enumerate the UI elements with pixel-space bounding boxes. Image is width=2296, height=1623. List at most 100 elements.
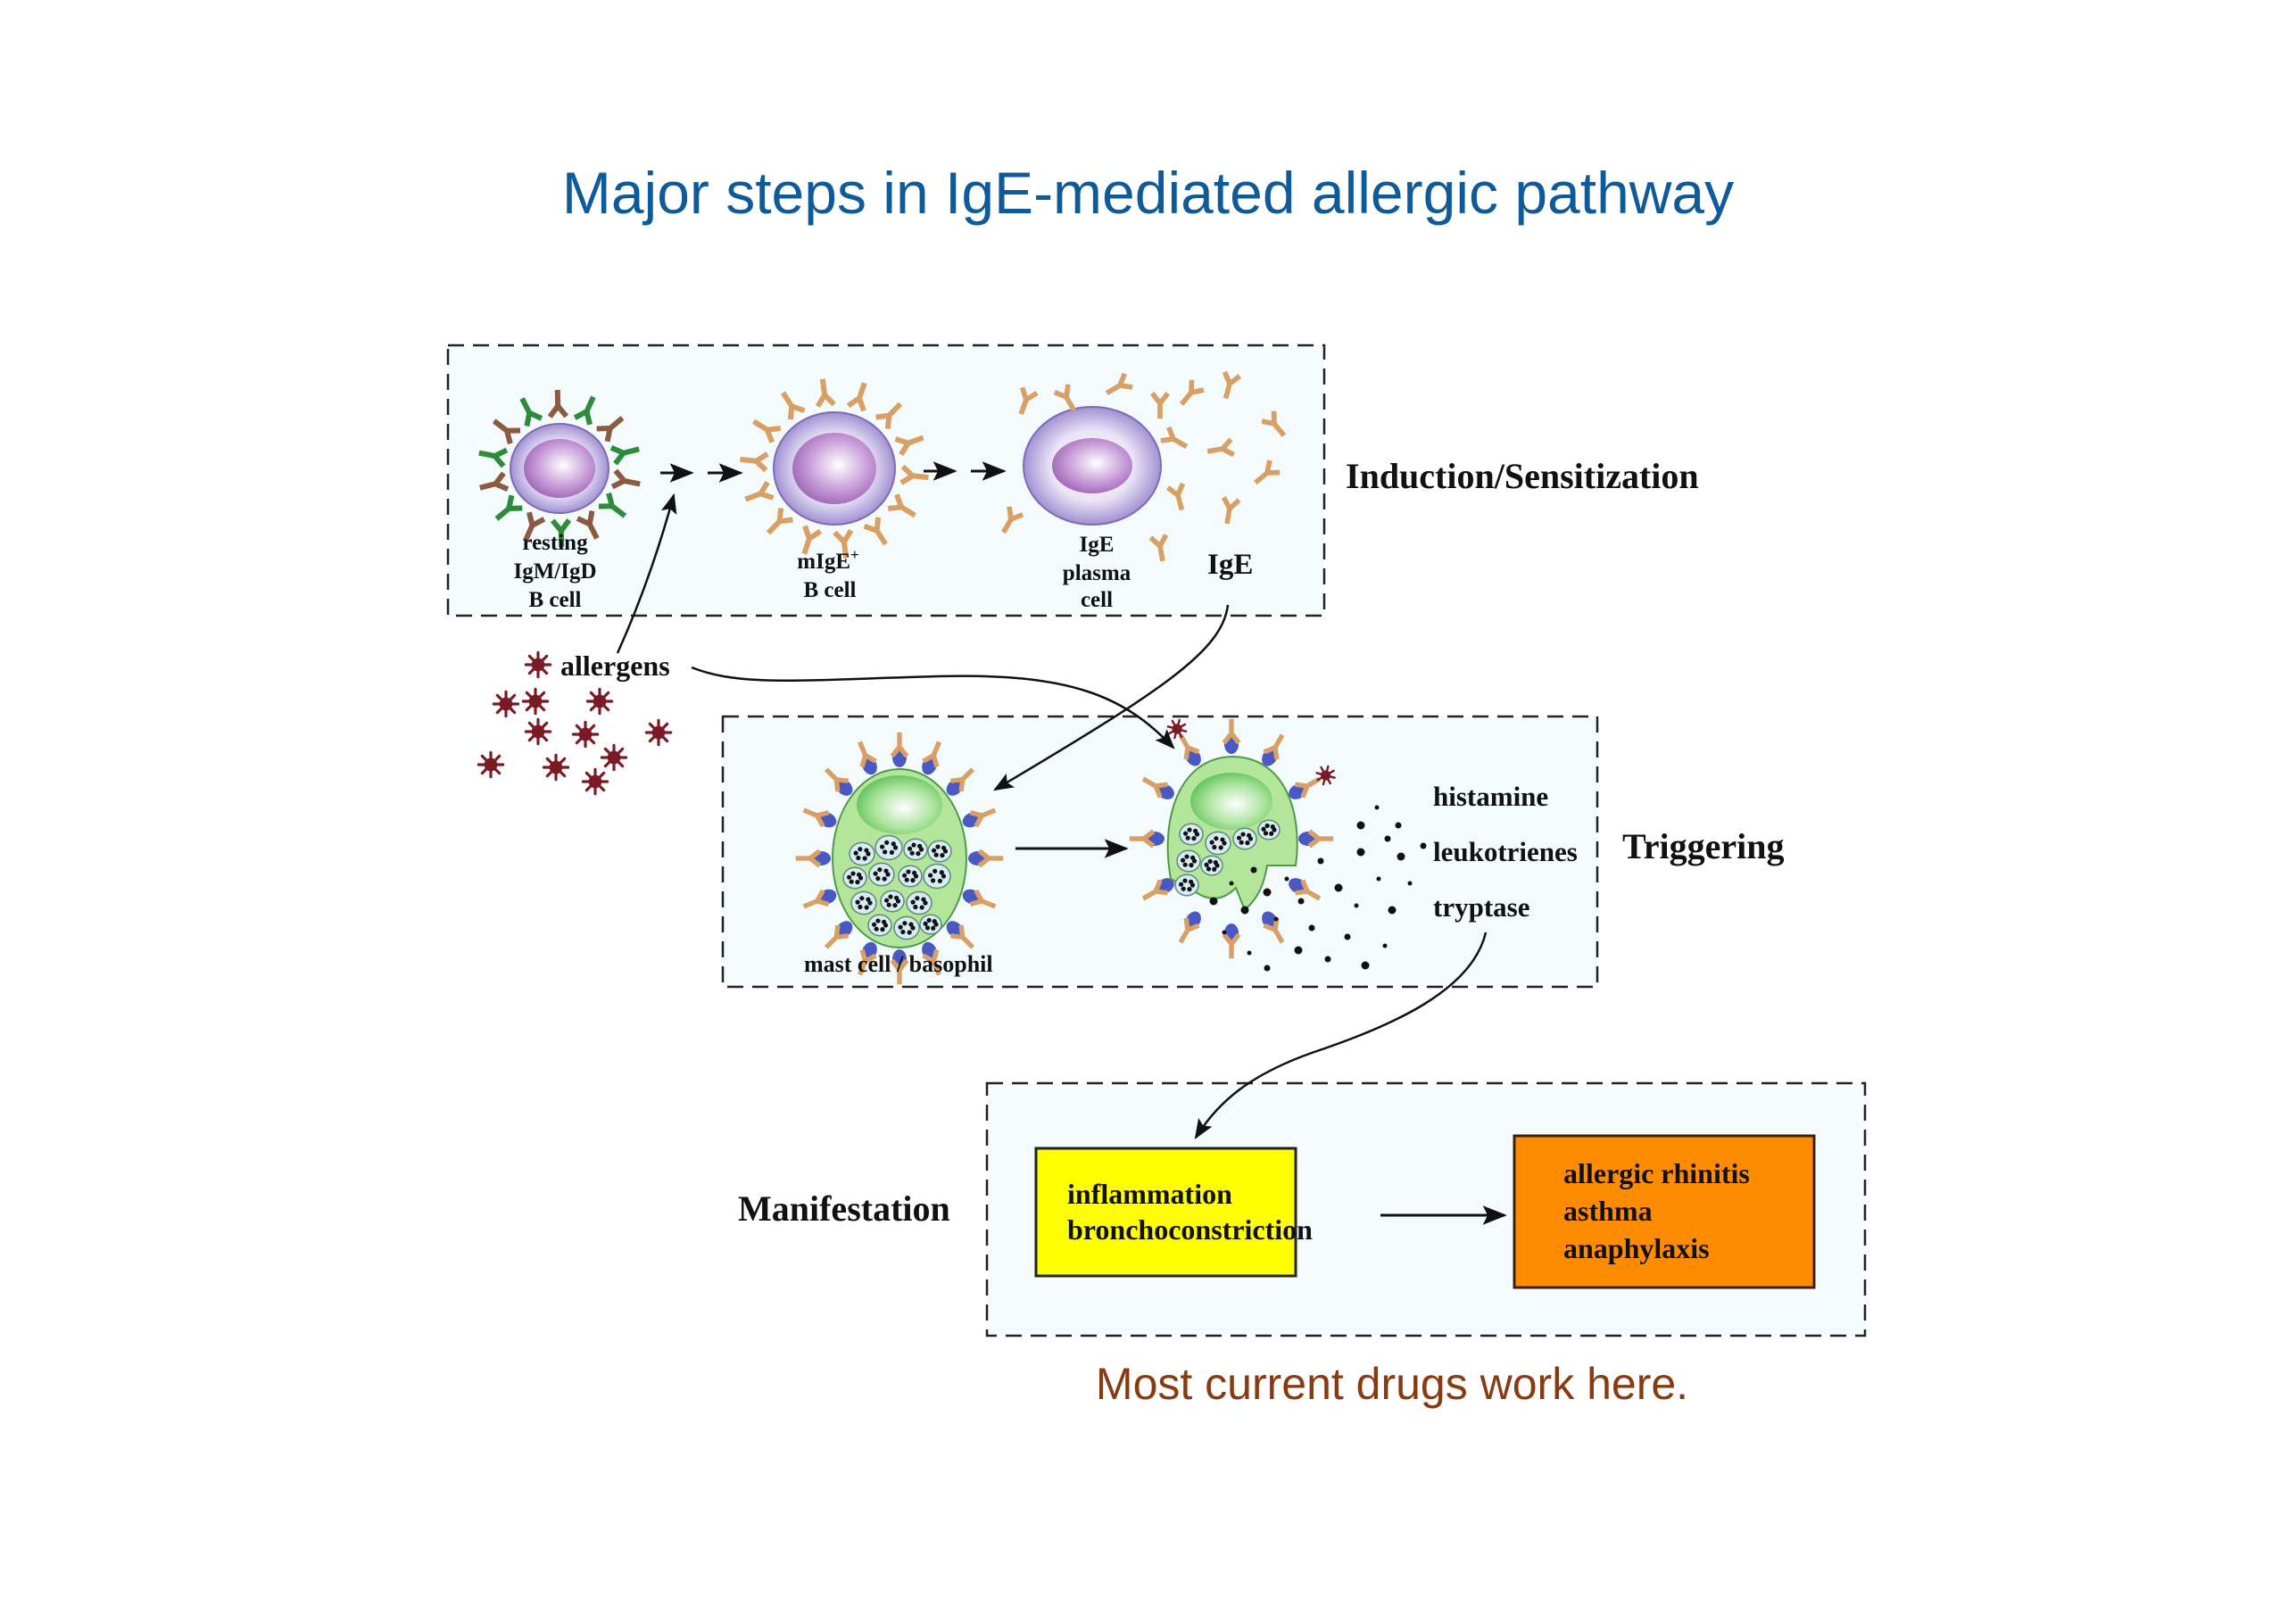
mediator-dot (1294, 946, 1303, 955)
mast-cell-degranulating (1129, 718, 1336, 959)
mediators-to-manifestation-arrow (1194, 932, 1488, 1139)
secreted-ige-antibodies (1000, 370, 1287, 562)
mediator-dot (1229, 881, 1234, 886)
antibody-icon (478, 447, 509, 468)
induction-stage-label: Induction/Sensitization (1346, 456, 1699, 496)
granule-icon (849, 841, 875, 866)
bound-ige-icon (858, 741, 877, 768)
fc-receptor-ige-icon (824, 921, 853, 949)
ige-antibody-icon (1206, 437, 1235, 458)
bound-ige-icon (824, 767, 850, 792)
antibody-icon (894, 435, 924, 456)
granule-icon (919, 914, 942, 935)
allergens-label: allergens (560, 650, 670, 682)
granules (1174, 819, 1281, 897)
granule-icon (927, 840, 952, 863)
mediator-dot (1263, 888, 1272, 897)
allergen-icon (600, 743, 628, 772)
bound-ige-icon (890, 732, 909, 758)
antibody-icon (598, 493, 627, 518)
resting-cell-label-line3: B cell (528, 588, 581, 612)
fc-receptor-ige-icon (1222, 718, 1241, 754)
allergen-icon (581, 767, 609, 796)
fc-receptor-ige-icon (802, 889, 837, 909)
antibody-icon (833, 528, 854, 559)
allergen-icon (524, 717, 552, 746)
granule-icon (868, 862, 895, 887)
antibody-icon (573, 395, 596, 426)
allergen-icon (477, 750, 505, 779)
mediator-histamine: histamine (1433, 781, 1548, 812)
granule-icon (1257, 819, 1281, 840)
mediator-dot (1420, 842, 1427, 849)
antibody-icon (550, 518, 572, 548)
ige-antibody-icon (1148, 534, 1169, 562)
page-title: Major steps in IgE-mediated allergic pat… (561, 160, 1735, 226)
mediator-dot (1209, 897, 1218, 906)
ige-antibody-icon (1149, 392, 1171, 419)
mast-cell-resting (795, 732, 1004, 985)
antibody-icon (801, 525, 823, 555)
fc-receptor-ige-icon (1222, 923, 1241, 959)
allergen-icon (571, 720, 600, 749)
fc-receptor-ige-icon (890, 732, 909, 767)
resting-b-cell (478, 389, 641, 548)
effect-inflammation: inflammation (1067, 1178, 1232, 1210)
effects-box (1034, 1147, 1297, 1278)
allergen-icon (644, 718, 673, 747)
antibody-icon (887, 493, 916, 518)
fc-receptor-ige-icon (946, 767, 975, 796)
bound-ige-icon (824, 924, 850, 949)
fc-epsilon-receptors (795, 732, 1004, 985)
allergen-to-mastcell-arrow (691, 666, 1175, 749)
bound-ige-icon (858, 948, 877, 976)
mediator-dot (1361, 961, 1370, 970)
granule-icon (880, 890, 905, 913)
effect-bronchoconstriction: bronchoconstriction (1067, 1213, 1313, 1246)
mediator-dot (1308, 924, 1315, 932)
antibody-icon (780, 391, 806, 420)
allergen-icon (521, 687, 550, 716)
antibody-icon (609, 444, 640, 466)
bound-ige-icon (1307, 829, 1334, 849)
induction-panel: resting IgM/IgD B cell mIgE+ B cell IgE … (446, 344, 1326, 617)
bound-ige-icon (795, 849, 822, 868)
mediator-tryptase: tryptase (1433, 891, 1529, 923)
bound-ige-icon (802, 807, 830, 828)
granule-icon (903, 838, 928, 861)
fc-receptor-ige-icon (962, 889, 997, 909)
manifestation-stage-label: Manifestation (738, 1188, 950, 1229)
antibody-icon (479, 471, 510, 493)
mige-text: mIgE (797, 550, 850, 574)
mediator-dot (1284, 876, 1289, 882)
mediator-dot (1356, 821, 1365, 830)
mediator-dot (1382, 943, 1388, 948)
bound-ige-icon (1295, 879, 1322, 901)
bound-ige-icon (802, 889, 830, 909)
antibody-icon (494, 494, 523, 521)
fc-receptor-ige-icon (1298, 829, 1334, 849)
fc-receptor-ige-icon (1289, 878, 1322, 901)
triggering-stage-label: Triggering (1622, 826, 1784, 866)
mediator-dot (1354, 903, 1359, 908)
triggering-panel: mast cell / basophil histamine leukotrie… (721, 715, 1599, 989)
mige-superscript: + (850, 546, 859, 563)
ige-to-mastcell-arrow (993, 604, 1230, 791)
mast-cell-label: mast cell / basophil (804, 951, 993, 977)
fc-receptor-ige-icon (1262, 911, 1285, 944)
granule-icon (1179, 823, 1204, 846)
allergen-cluster (477, 650, 673, 796)
fc-receptor-ige-icon (1178, 911, 1201, 944)
ige-antibody-icon (1105, 372, 1133, 396)
mediator-dot (1356, 848, 1365, 857)
ige-antibody-icon (1261, 410, 1287, 437)
antibody-icon (610, 468, 641, 490)
ige-antibody-icon (1221, 496, 1241, 525)
fc-receptor-ige-icon (824, 767, 853, 796)
fc-receptor-ige-icon (1289, 765, 1336, 799)
disease-allergic-rhinitis: allergic rhinitis (1563, 1157, 1750, 1189)
resting-cell-label-line1: resting (522, 531, 588, 555)
fc-receptor-ige-icon (802, 807, 837, 828)
released-mediators (1209, 805, 1427, 972)
